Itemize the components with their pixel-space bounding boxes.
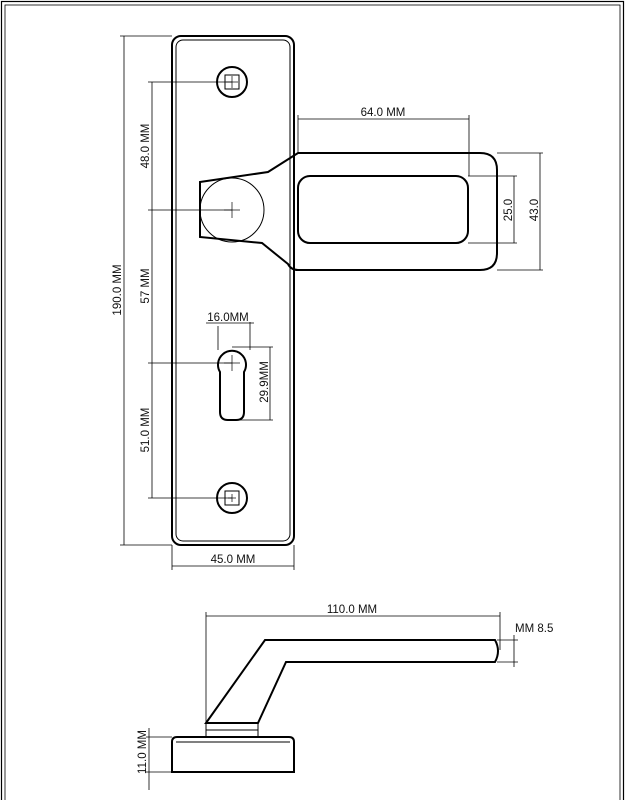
lever-handle	[199, 152, 498, 271]
grip-inner-height-label: 25.0	[503, 199, 515, 221]
overall-height-dimension: 190.0 MM	[112, 35, 172, 546]
grip-outer-height-label: 43.0	[529, 199, 541, 221]
handle-length-label: 64.0 MM	[361, 107, 406, 119]
side-rose	[171, 736, 295, 773]
grip-outer-height-dimension: 43.0	[497, 152, 543, 271]
side-lever	[204, 639, 499, 737]
side-length-label: 110.0 MM	[327, 604, 377, 616]
keyhole-to-bottom-screw-label: 51.0 MM	[140, 408, 152, 453]
drawing-inner-frame	[4, 4, 621, 800]
side-view: 110.0 MM MM 8.5 11.0 MM	[137, 604, 553, 790]
rose-thickness-dimension: 11.0 MM	[137, 728, 172, 790]
handle-length-dimension: 64.0 MM	[297, 107, 470, 176]
keyhole-height-label: 29.9MM	[259, 361, 271, 403]
keyhole-width-dimension: 16.0MM	[206, 312, 254, 350]
overall-height-label: 190.0 MM	[112, 264, 124, 315]
keyhole-width-label: 16.0MM	[207, 312, 249, 324]
front-view: 190.0 MM 48.0 MM 57 MM 51.0 MM 45.0 MM 1…	[112, 35, 543, 570]
keyhole-height-dimension: 29.9MM	[232, 346, 273, 421]
side-length-dimension: 110.0 MM	[205, 604, 501, 723]
top-screw-to-handle-label: 48.0 MM	[140, 124, 152, 169]
screw-chain-dimension: 48.0 MM 57 MM 51.0 MM	[140, 81, 232, 499]
rose-thickness-label: 11.0 MM	[137, 730, 149, 774]
handle-to-keyhole-label: 57 MM	[140, 268, 152, 303]
width-label: 45.0 MM	[211, 554, 256, 566]
lever-thickness-label: MM 8.5	[515, 623, 553, 635]
backplate	[171, 35, 295, 546]
grip-inner-height-dimension: 25.0	[468, 175, 517, 244]
width-dimension: 45.0 MM	[171, 545, 295, 570]
lever-thickness-dimension: MM 8.5	[497, 623, 553, 667]
keyhole-icon	[217, 349, 247, 421]
